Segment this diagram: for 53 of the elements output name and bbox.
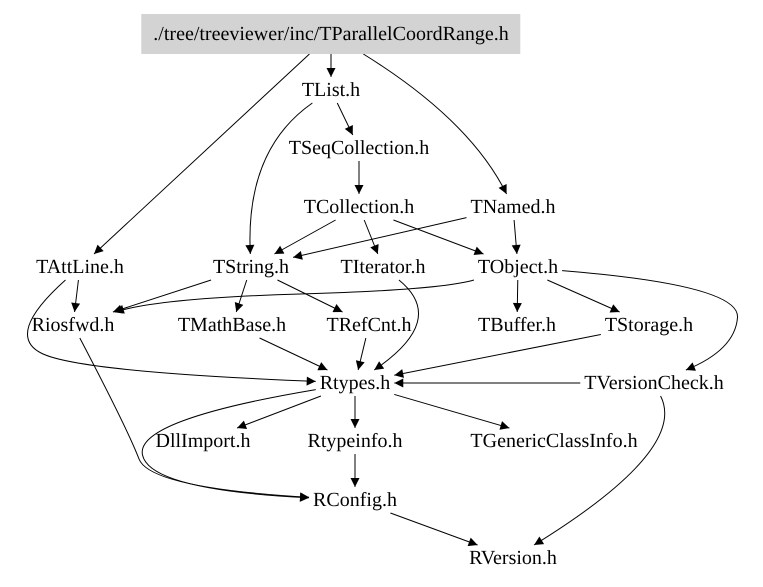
file-label: TCollection.h <box>300 194 418 220</box>
arrow <box>112 280 212 314</box>
arrow <box>114 280 474 314</box>
file-label: TIterator.h <box>336 254 430 280</box>
file-label: TList.h <box>298 77 364 103</box>
file-label: Rtypes.h <box>316 370 394 396</box>
file-label: TBuffer.h <box>474 312 560 338</box>
arrow <box>362 54 508 194</box>
file-box: ./tree/treeviewer/inc/TParallelCoordRange.h <box>141 14 521 54</box>
arrow <box>71 280 80 312</box>
arrow <box>27 280 316 386</box>
file-label: TObject.h <box>474 254 562 280</box>
arrow <box>326 54 336 78</box>
arrow <box>292 217 467 260</box>
file-label: TNamed.h <box>466 194 560 220</box>
arrow <box>142 389 316 502</box>
arrow <box>354 160 364 194</box>
arrow <box>356 338 366 370</box>
arrow <box>394 334 602 378</box>
file-label: Rtypeinfo.h <box>304 428 406 454</box>
file-label: TSeqCollection.h <box>284 135 434 161</box>
arrow <box>350 454 360 488</box>
file-label: RConfig.h <box>309 487 401 513</box>
file-label: TMathBase.h <box>174 312 290 338</box>
arrow <box>392 220 484 256</box>
arrow <box>390 512 478 546</box>
arrow <box>336 102 354 136</box>
file-label: TRefCnt.h <box>322 312 416 338</box>
arrow <box>350 396 360 428</box>
arrow <box>236 396 322 429</box>
arrow <box>394 394 510 430</box>
arrow <box>562 270 738 371</box>
file-label: RVersion.h <box>465 545 561 571</box>
arrow <box>259 338 328 370</box>
arrow <box>246 102 313 254</box>
arrow <box>234 280 248 312</box>
arrow <box>364 220 379 254</box>
arrow <box>512 220 521 254</box>
arrow <box>94 54 310 254</box>
arrow <box>512 280 522 312</box>
arrow <box>276 280 344 312</box>
arrow <box>394 378 581 388</box>
file-label: TString.h <box>208 254 294 280</box>
arrow <box>546 280 620 312</box>
file-label: TAttLine.h <box>32 254 128 280</box>
arrow <box>274 220 336 254</box>
file-label: TVersionCheck.h <box>580 370 728 396</box>
file-label: TGenericClassInfo.h <box>466 428 642 454</box>
file-label: DllImport.h <box>152 428 254 454</box>
arrow <box>374 280 419 370</box>
arrow <box>534 396 666 546</box>
file-label: TStorage.h <box>600 312 698 338</box>
file-label: Riosfwd.h <box>28 312 118 338</box>
